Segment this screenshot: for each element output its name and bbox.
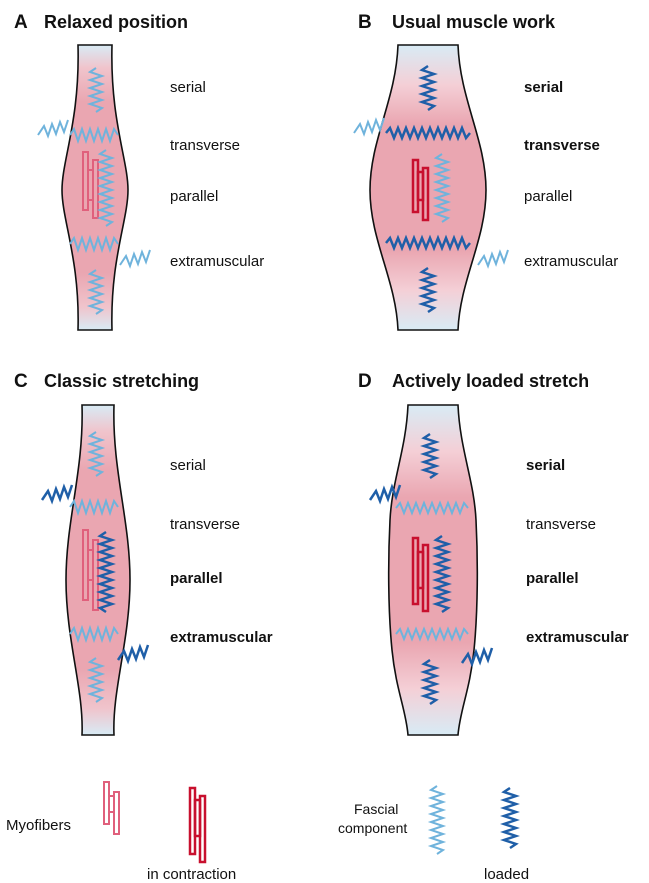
label-extramuscular: extramuscular [524,253,618,270]
legend-myofiber-contracted-icon [190,788,205,862]
legend-myofiber-icon [104,782,119,834]
panel-c: C Classic stretching serial transverse p… [14,371,273,735]
panel-b-letter: B [358,12,372,33]
label-serial: serial [524,79,563,96]
legend-spring-icon [431,786,443,854]
spring-icon-extramuscular-lower [120,250,150,266]
panel-c-title: Classic stretching [44,371,199,391]
label-parallel: parallel [170,188,218,205]
muscle-belly [62,45,128,330]
legend-fascial-label-line1: Fascial [354,801,398,817]
spring-icon-extramuscular-upper [42,485,72,501]
label-extramuscular: extramuscular [526,629,629,646]
panel-d-title: Actively loaded stretch [392,371,589,391]
panel-a-letter: A [14,12,28,33]
label-parallel: parallel [524,188,572,205]
panel-d-letter: D [358,371,372,392]
panel-d: D Actively loaded stretch serial transve… [358,371,629,735]
panel-b-title: Usual muscle work [392,12,556,32]
legend: Myofibers in contraction Fascial compone… [6,782,529,883]
label-serial: serial [170,79,206,96]
spring-icon-extramuscular-upper [38,120,68,136]
legend-loaded-label: loaded [484,866,529,883]
panel-a-title: Relaxed position [44,12,188,32]
legend-fascial-label-line2: component [338,820,407,836]
panel-a: A Relaxed position serial transverse par… [14,12,264,330]
label-serial: serial [170,457,206,474]
label-serial: serial [526,457,565,474]
legend-myofibers-label: Myofibers [6,817,71,834]
spring-icon-extramuscular-lower [478,250,508,266]
legend-spring-loaded-icon [504,788,516,848]
panel-b: B Usual muscle work serial transverse pa… [354,12,618,330]
legend-in-contraction-label: in contraction [147,866,236,883]
label-extramuscular: extramuscular [170,629,273,646]
label-transverse: transverse [170,137,240,154]
label-transverse: transverse [170,516,240,533]
label-parallel: parallel [170,570,223,587]
label-extramuscular: extramuscular [170,253,264,270]
panel-c-letter: C [14,371,28,392]
label-parallel: parallel [526,570,579,587]
label-transverse: transverse [524,137,600,154]
label-transverse: transverse [526,516,596,533]
